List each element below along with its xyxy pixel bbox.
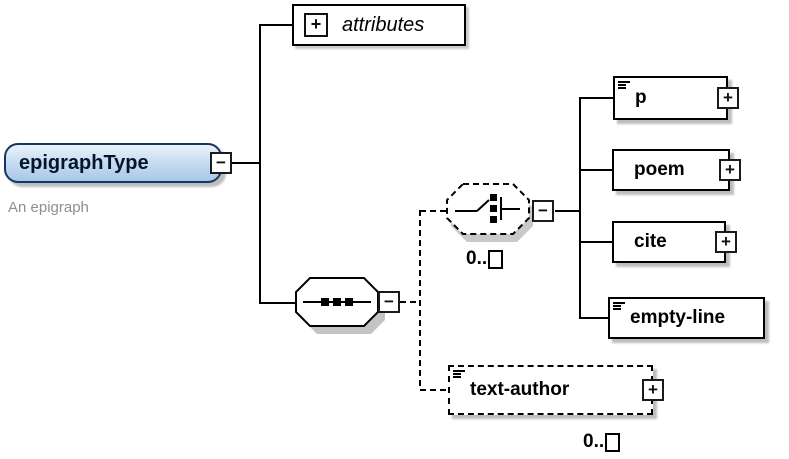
expand-icon[interactable]: + [717,87,739,109]
text-content-icon [618,81,631,92]
collapse-icon[interactable]: − [210,152,232,174]
element-label: cite [634,231,667,252]
unbounded-glyph [605,432,621,452]
expand-icon[interactable]: + [719,159,741,181]
element-label: empty-line [630,307,726,328]
occurrence-text: 0.. [466,248,488,269]
sequence-compositor[interactable] [295,277,387,335]
attributes-box[interactable]: + attributes [292,4,466,46]
choice-icon [446,183,533,242]
element-box-p[interactable]: p [613,76,728,120]
element-label: p [635,87,647,108]
choice-occurrence-label: 0.. [466,248,504,270]
element-box-empty-line[interactable]: empty-line [608,297,765,339]
sequence-icon [295,277,385,334]
expand-icon[interactable]: + [715,231,737,253]
element-label: poem [634,159,685,180]
element-box-poem[interactable]: poem [612,149,730,191]
collapse-icon[interactable]: − [378,291,400,313]
attributes-label: attributes [342,13,425,36]
annotation-text: An epigraph [8,199,89,216]
text-content-icon [613,302,626,313]
unbounded-glyph [488,249,504,269]
element-box-cite[interactable]: cite [612,221,726,263]
complextype-label: epigraphType [19,151,149,174]
text-content-icon [453,370,466,381]
expand-icon[interactable]: + [642,379,664,401]
text-author-occurrence-label: 0.. [583,431,621,453]
choice-compositor[interactable] [446,183,536,247]
occurrence-text: 0.. [583,431,605,452]
collapse-icon[interactable]: − [532,200,554,222]
element-box-text-author[interactable]: text-author [448,365,653,415]
element-label: text-author [470,379,570,400]
complextype-node-epigraphType[interactable]: epigraphType [4,143,222,183]
expand-icon[interactable]: + [304,13,328,37]
